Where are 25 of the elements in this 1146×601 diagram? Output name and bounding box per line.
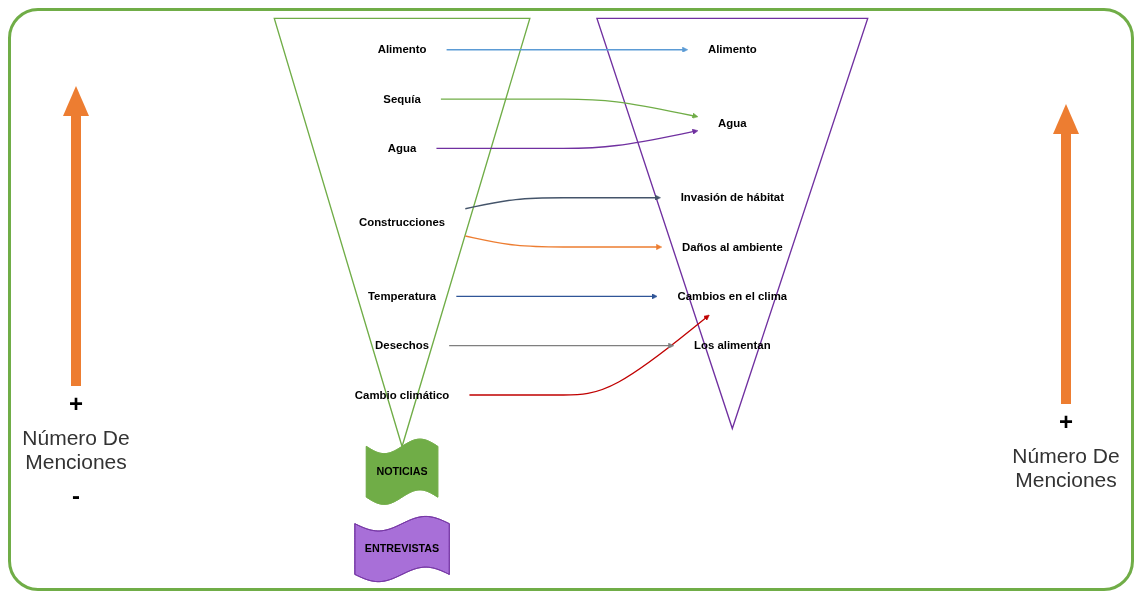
node-text: Sequía [383,92,421,105]
scale-sign: + [1058,407,1074,436]
node-text: Agua [718,116,747,130]
cluster [596,17,869,431]
node-text: Agua [387,141,417,155]
node-text: Desechos [375,338,430,352]
axis-label: Número De Menciones [21,425,131,474]
arrow [445,46,689,53]
arrow [464,194,661,209]
node-text: Invasión de hábitat [680,190,784,204]
cluster [273,17,531,449]
arrow [464,234,663,250]
node-text: Daños al ambiente [681,240,783,253]
node-text: Construcciones [358,215,446,229]
node-text: Alimento [377,42,427,56]
arrow [468,314,710,396]
arrow [448,342,675,349]
scale-sign: + [68,389,84,418]
scale-sign: - [71,481,81,510]
arrow [440,97,699,119]
arrow [435,128,699,149]
axis-label: Número De Menciones [1011,443,1121,492]
node-text: Alimento [707,42,757,56]
node-text: Temperatura [367,289,437,303]
arrow [455,292,658,299]
